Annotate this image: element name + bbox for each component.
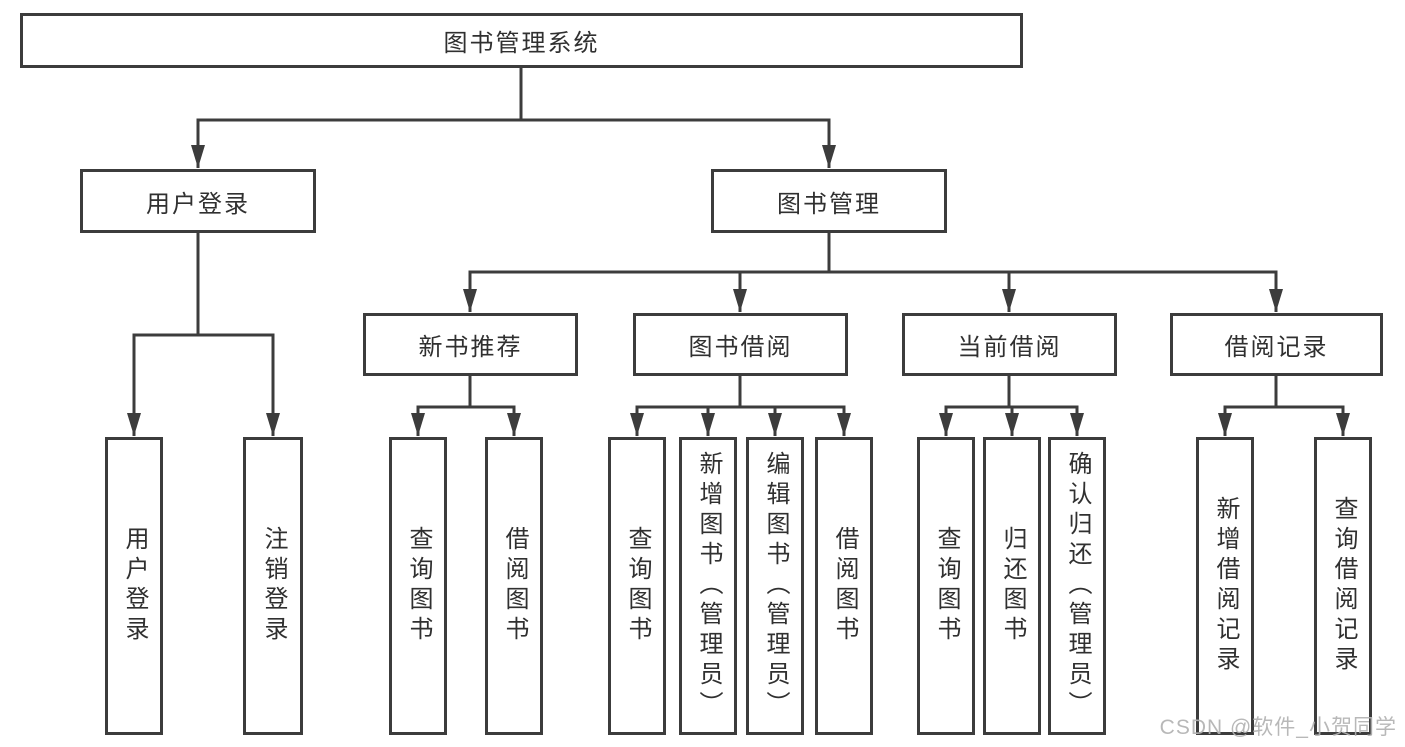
node-book-borrowing-label: 图书借阅 xyxy=(688,334,793,361)
node-rec-query-books: 查询图书 xyxy=(389,437,447,735)
node-bb-query-books-label: 查询图书 xyxy=(624,526,651,646)
node-current-borrowing-label: 当前借阅 xyxy=(957,334,1062,361)
node-bb-borrow-books: 借阅图书 xyxy=(815,437,873,735)
node-br-add-record-label: 新增借阅记录 xyxy=(1212,496,1239,676)
node-br-query-record-label: 查询借阅记录 xyxy=(1330,496,1357,676)
node-br-add-record: 新增借阅记录 xyxy=(1196,437,1254,735)
node-logout: 注销登录 xyxy=(243,437,303,735)
node-bb-borrow-books-label: 借阅图书 xyxy=(831,526,858,646)
node-book-management-label: 图书管理 xyxy=(777,190,881,218)
node-borrow-records: 借阅记录 xyxy=(1170,313,1383,376)
node-rec-borrow-books-label: 借阅图书 xyxy=(501,526,528,646)
node-rec-borrow-books: 借阅图书 xyxy=(485,437,543,735)
node-bb-add-books-admin: 新增图书（管理员） xyxy=(679,437,737,735)
node-br-query-record: 查询借阅记录 xyxy=(1314,437,1372,735)
node-cb-return-books: 归还图书 xyxy=(983,437,1041,735)
node-bb-query-books: 查询图书 xyxy=(608,437,666,735)
node-book-management: 图书管理 xyxy=(711,169,947,233)
node-cb-confirm-return-admin-label: 确认归还（管理员） xyxy=(1064,451,1091,721)
node-cb-confirm-return-admin: 确认归还（管理员） xyxy=(1048,437,1106,735)
node-rec-query-books-label: 查询图书 xyxy=(405,526,432,646)
node-user-login-group: 用户登录 xyxy=(80,169,316,233)
node-library-system: 图书管理系统 xyxy=(20,13,1023,68)
node-new-book-recommend-label: 新书推荐 xyxy=(418,334,523,361)
node-book-borrowing: 图书借阅 xyxy=(633,313,848,376)
node-user-login: 用户登录 xyxy=(105,437,163,735)
watermark: CSDN @软件_小贺同学 xyxy=(1159,716,1397,739)
node-user-login-label: 用户登录 xyxy=(121,526,148,646)
node-new-book-recommend: 新书推荐 xyxy=(363,313,578,376)
node-current-borrowing: 当前借阅 xyxy=(902,313,1117,376)
node-logout-label: 注销登录 xyxy=(260,526,287,646)
node-bb-edit-books-admin-label: 编辑图书（管理员） xyxy=(762,451,789,721)
node-library-system-label: 图书管理系统 xyxy=(443,30,600,57)
node-cb-query-books: 查询图书 xyxy=(917,437,975,735)
node-borrow-records-label: 借阅记录 xyxy=(1224,334,1329,361)
node-bb-add-books-admin-label: 新增图书（管理员） xyxy=(695,451,722,721)
node-cb-query-books-label: 查询图书 xyxy=(933,526,960,646)
node-user-login-group-label: 用户登录 xyxy=(146,190,250,218)
node-cb-return-books-label: 归还图书 xyxy=(999,526,1026,646)
node-bb-edit-books-admin: 编辑图书（管理员） xyxy=(746,437,804,735)
